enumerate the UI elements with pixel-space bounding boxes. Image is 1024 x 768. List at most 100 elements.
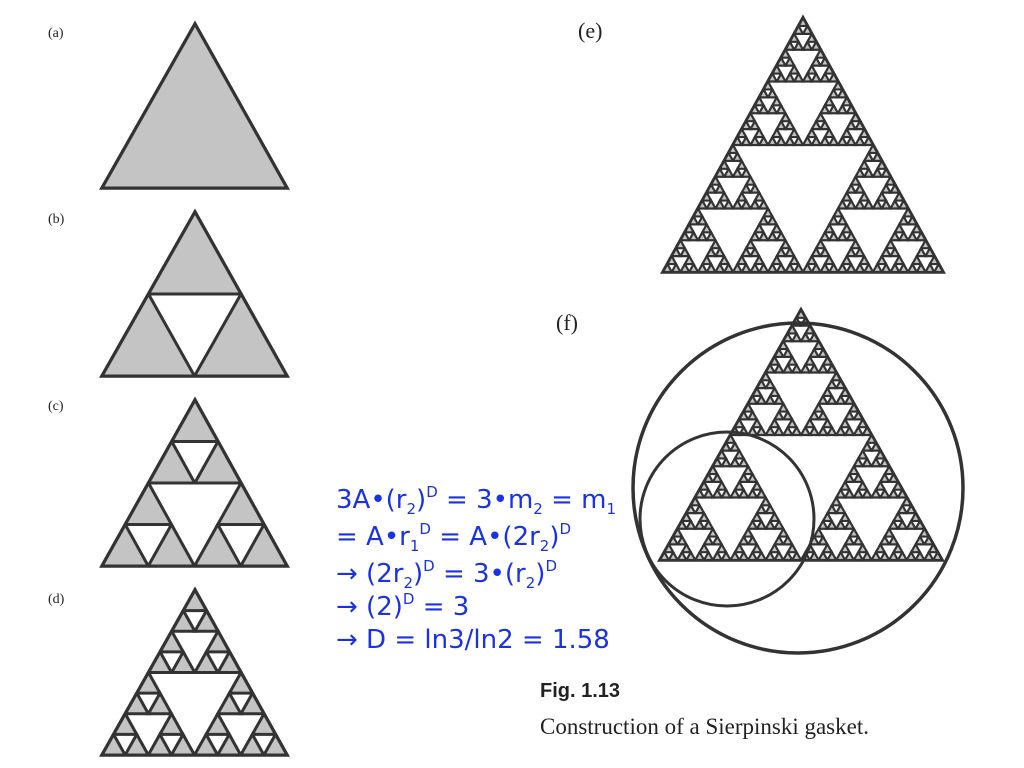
gasket-triangle [792,39,805,51]
gasket-triangle [875,253,888,266]
gasket-triangle [836,134,849,147]
gasket-triangle [203,628,233,654]
gasket-triangle [731,198,744,210]
gasket-triangle [840,190,853,202]
gasket-triangle [794,307,808,319]
gasket-triangle [702,471,715,483]
gasket-triangle [697,510,711,523]
gasket-shape-c [99,396,290,568]
gasket-triangle [838,479,852,491]
gasket-triangle [696,198,709,210]
gasket-triangle [741,526,755,538]
gasket-triangle [816,362,830,374]
gasket-triangle [858,253,871,266]
gasket-triangle [772,409,786,421]
equation-line-4: → (2)D = 3 [336,590,469,622]
gasket-triangle [904,503,918,515]
gasket-triangle [812,401,825,413]
gasket-triangle [844,261,858,274]
gasket-triangle [888,245,902,258]
gasket-triangle [748,261,762,274]
gasket-triangle [735,126,748,139]
gasket-triangle [779,237,792,250]
gasket-triangle [888,182,902,194]
gasket-triangle [678,245,692,258]
gasket-triangle [926,542,940,554]
gasket-triangle [844,134,858,147]
gasket-triangle [768,354,781,366]
gasket-triangle [238,521,290,568]
gasket-triangle [818,134,832,147]
gasket-triangle [788,253,801,266]
gasket-triangle [99,521,151,568]
gasket-triangle [757,134,770,147]
gasket-triangle [145,731,174,757]
gasket-triangle [145,438,198,485]
gasket-triangle [680,510,693,523]
gasket-triangle [755,503,768,515]
gasket-triangle [157,710,186,736]
gasket-triangle [753,253,766,266]
gasket-triangle [851,409,865,421]
gasket-triangle [897,261,910,274]
gasket-triangle [807,549,821,562]
gasket-triangle [691,206,705,218]
gasket-triangle [744,174,757,186]
gasket-triangle [799,331,812,343]
gasket-triangle [862,134,875,147]
gasket-triangle [755,487,768,499]
gasket-triangle [856,448,869,460]
gasket-triangle [766,103,779,115]
gasket-triangle [844,198,858,210]
gasket-triangle [741,464,755,476]
gasket-triangle [683,253,696,266]
gasket-triangle [759,370,773,382]
gasket-triangle [731,134,744,147]
gasket-triangle [696,230,709,242]
gasket-triangle [215,731,244,757]
gasket-triangle [766,230,779,242]
gasket-triangle [900,495,914,507]
gasket-triangle [893,253,906,266]
gasket-triangle [834,487,847,499]
gasket-triangle [836,214,849,226]
small-enclosing-circle [638,430,816,608]
gasket-triangle [715,542,728,554]
gasket-triangle [739,261,753,274]
gasket-triangle [706,526,720,538]
gasket-triangle [891,510,905,523]
gasket-triangle [768,417,781,429]
gasket-triangle [718,253,731,266]
gasket-triangle [814,237,827,250]
gasket-triangle [757,198,770,210]
large-enclosing-circle [631,321,965,655]
gasket-triangle [834,503,847,515]
gasket-triangle [733,542,746,554]
gasket-triangle [783,118,797,131]
gasket-triangle [807,331,821,343]
gasket-triangle [816,393,830,405]
gasket-triangle [755,549,768,562]
gasket-triangle [713,182,727,194]
gasket-triangle [792,23,805,35]
gasket-triangle [697,479,711,491]
gasket-triangle [860,549,874,562]
gasket-triangle [838,510,852,523]
gasket-triangle [891,479,905,491]
gasket-triangle [887,487,900,499]
gasket-triangle [831,79,845,91]
gasket-triangle [757,214,770,226]
gasket-triangle [913,549,927,562]
gasket-triangle [719,549,733,562]
gasket-triangle [700,190,713,202]
gasket-triangle [191,290,290,378]
gasket-triangle [827,103,840,115]
gasket-triangle [772,518,786,530]
gasket-triangle [739,166,753,178]
gasket-triangle [733,479,746,491]
gasket-triangle [809,245,823,258]
gasket-triangle [766,214,779,226]
gasket-triangle [763,503,777,515]
gasket-triangle [671,526,684,538]
gasket-triangle [783,39,797,51]
